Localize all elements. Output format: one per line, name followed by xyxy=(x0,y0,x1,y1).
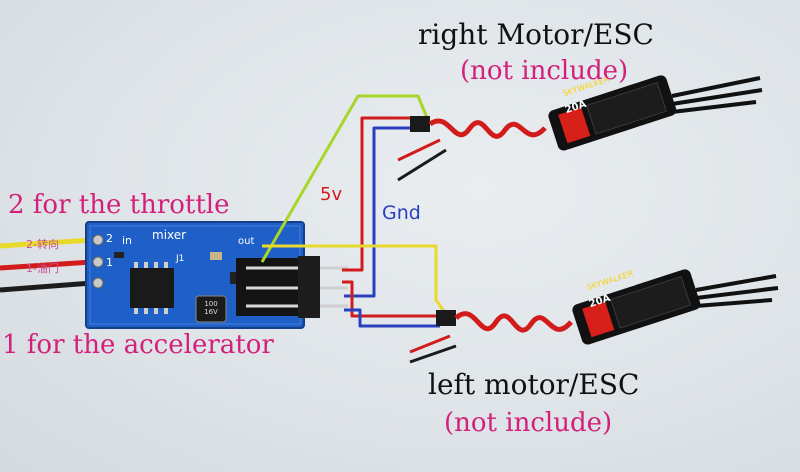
pin1-cn-label: 1-油门 xyxy=(26,262,59,275)
pin2-cn-label: 2-转向 xyxy=(26,238,59,251)
right-esc xyxy=(397,75,763,182)
silk-in: in xyxy=(122,234,133,247)
voltage-label: 5v xyxy=(320,184,343,205)
capacitor-label: 100 16V xyxy=(204,300,218,316)
left-motor-label: left motor/ESC xyxy=(428,368,640,401)
mixer-board xyxy=(85,221,348,329)
silk-mixer: mixer xyxy=(152,228,187,242)
right-motor-label: right Motor/ESC xyxy=(418,18,654,51)
silk-pin-2: 2 xyxy=(106,232,113,245)
left-not-included: (not include) xyxy=(444,408,613,438)
left-esc xyxy=(409,269,779,364)
silk-j1: J1 xyxy=(176,254,185,264)
silk-out: out xyxy=(238,236,255,247)
accelerator-label: 1 for the accelerator xyxy=(2,330,274,360)
ground-label: Gnd xyxy=(382,202,421,224)
input-wires xyxy=(0,237,93,293)
throttle-label: 2 for the throttle xyxy=(8,190,230,220)
right-not-included: (not include) xyxy=(460,56,629,86)
silk-pin-1: 1 xyxy=(106,256,113,269)
wire-routes xyxy=(260,94,448,328)
